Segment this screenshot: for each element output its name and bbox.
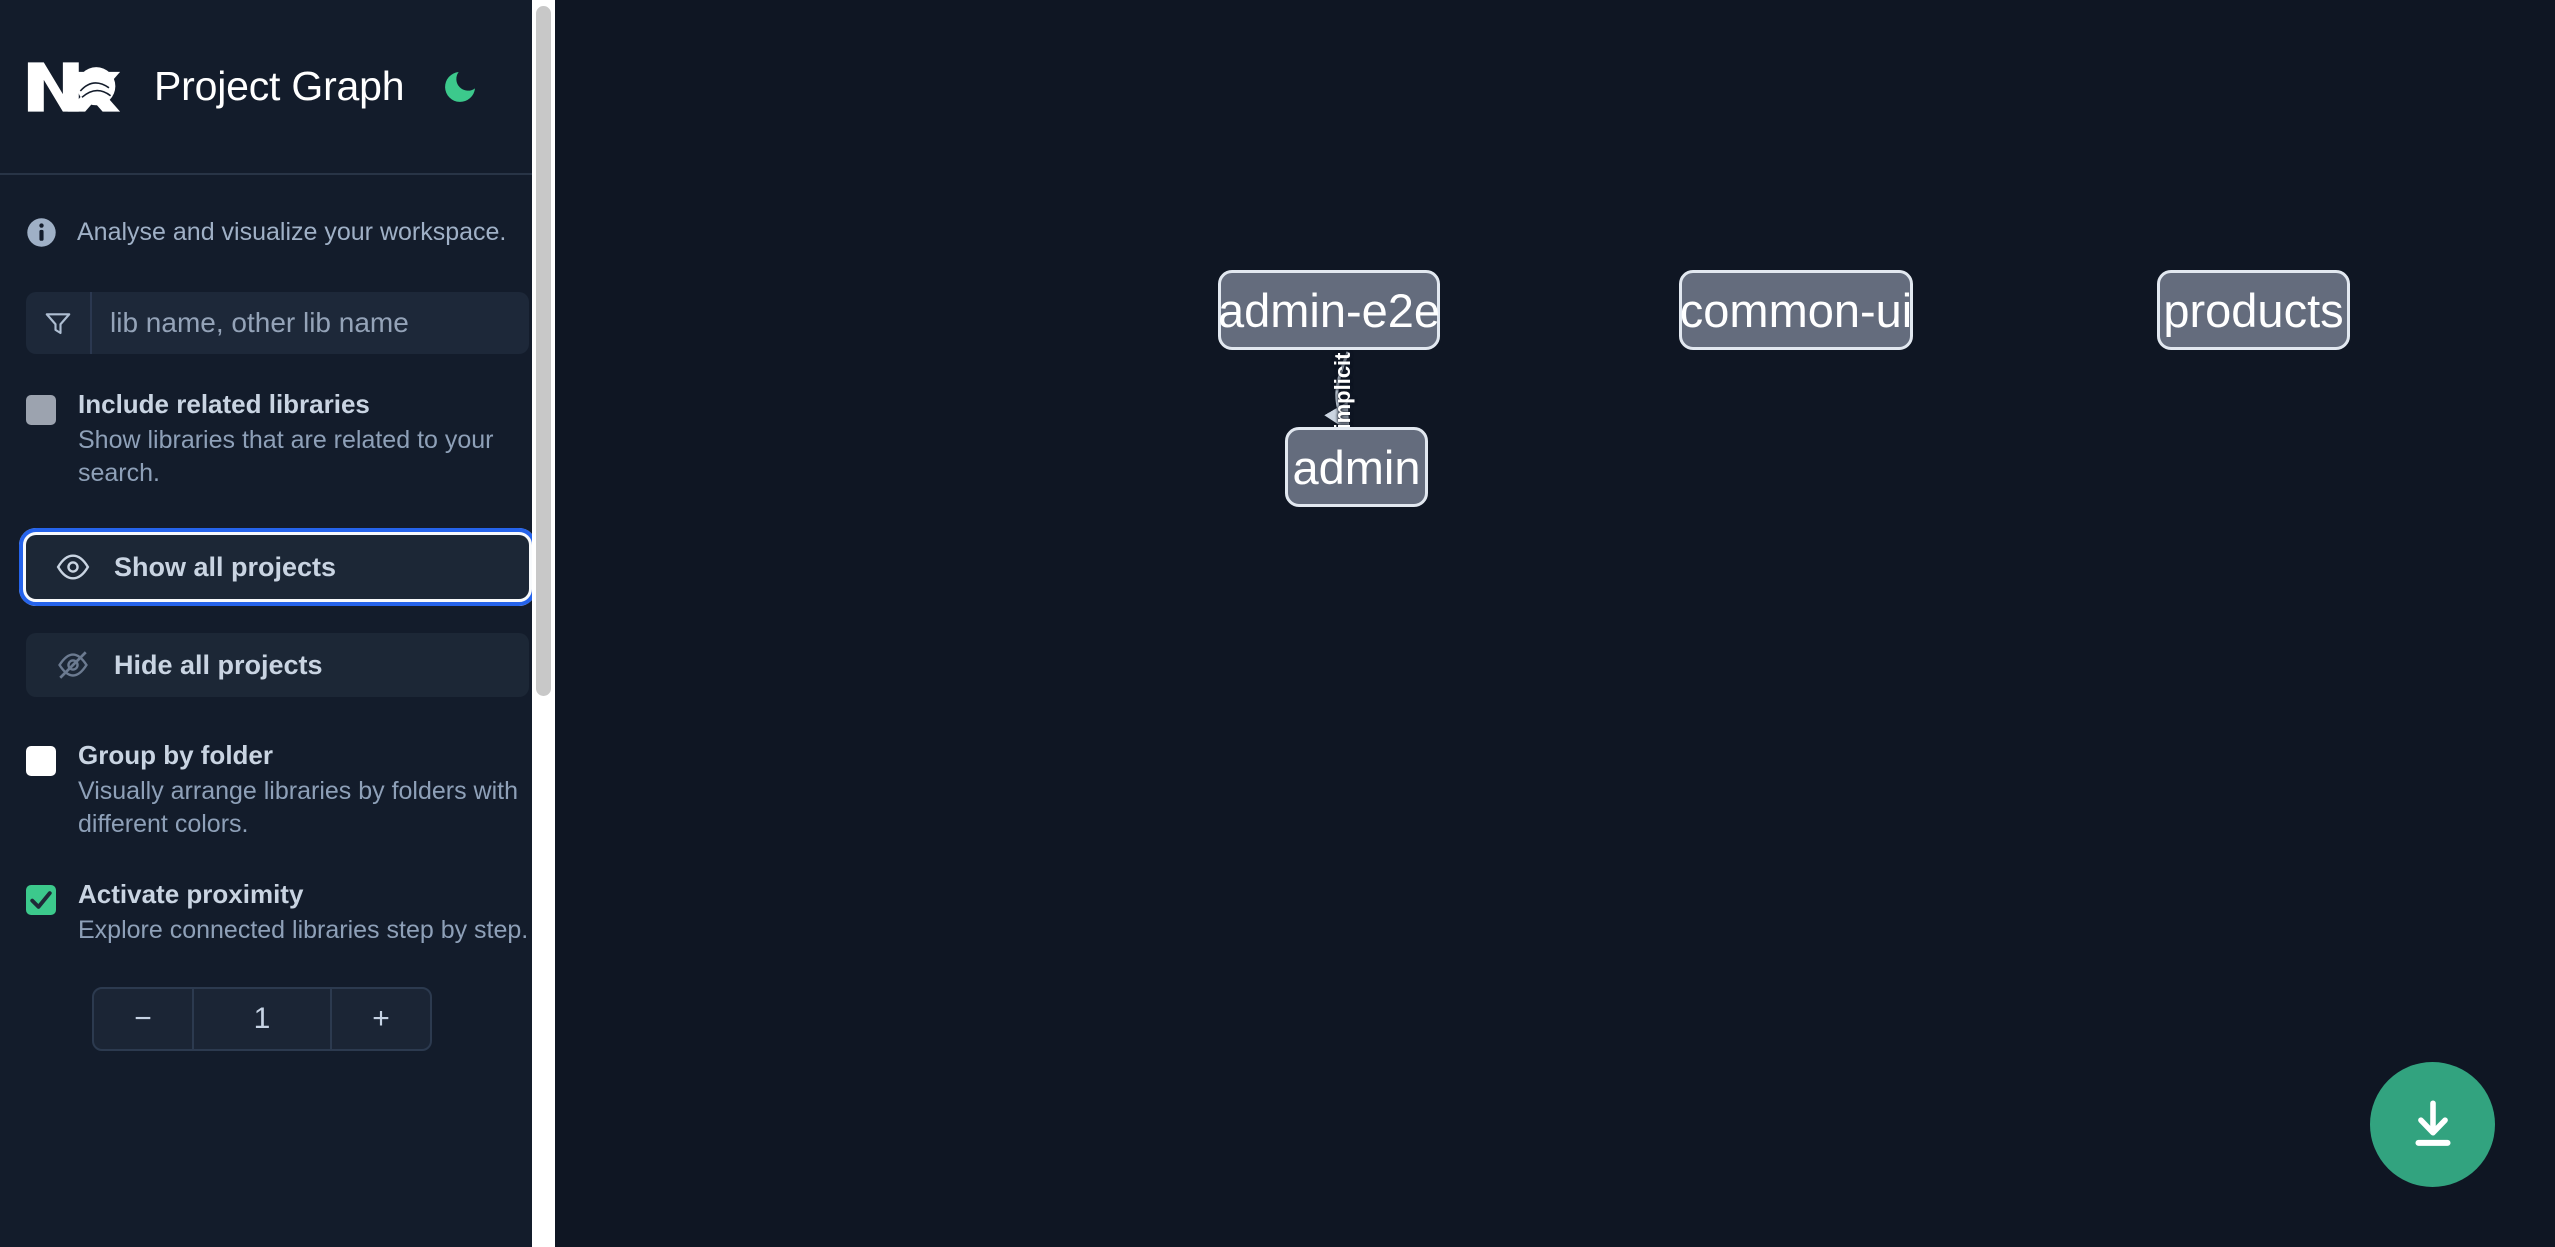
- sidebar-header: Project Graph: [0, 0, 555, 175]
- info-icon: [27, 218, 56, 247]
- analyse-text: Analyse and visualize your workspace.: [77, 218, 507, 246]
- checkbox-activate-proximity[interactable]: [26, 885, 56, 915]
- option-group-by-folder[interactable]: Group by folder Visually arrange librari…: [26, 739, 529, 842]
- moon-icon[interactable]: [440, 67, 480, 107]
- download-icon: [2414, 1099, 2451, 1146]
- option-description: Explore connected libraries step by step…: [78, 915, 529, 944]
- graph-canvas[interactable]: implicit implicit admin-e2e common-ui pr…: [555, 0, 2555, 1247]
- graph-node-admin[interactable]: admin: [1285, 427, 1428, 507]
- graph-edges: [1324, 351, 1350, 432]
- analyse-row: Analyse and visualize your workspace.: [26, 175, 529, 290]
- option-title: Include related libraries: [78, 389, 370, 419]
- funnel-icon-container: [26, 292, 92, 354]
- proximity-decrement-button[interactable]: −: [94, 989, 194, 1050]
- page-title: Project Graph: [154, 63, 405, 109]
- proximity-value: 1: [253, 1002, 271, 1036]
- option-activate-proximity[interactable]: Activate proximity Explore connected lib…: [26, 878, 529, 947]
- option-description: Visually arrange libraries by folders wi…: [78, 776, 519, 839]
- show-all-projects-button[interactable]: Show all projects: [19, 528, 536, 606]
- eye-off-icon: [58, 651, 88, 679]
- hide-all-projects-label: Hide all projects: [114, 649, 323, 680]
- check-icon: [30, 891, 52, 909]
- checkbox-include-related-libraries[interactable]: [26, 395, 56, 425]
- edge-label-admin-implicit: implicit: [1330, 352, 1355, 430]
- show-all-projects-label: Show all projects: [114, 551, 337, 582]
- funnel-icon: [45, 313, 71, 335]
- graph-node-products[interactable]: products: [2157, 270, 2350, 350]
- download-graph-button[interactable]: [2370, 1062, 2495, 1187]
- option-include-related-libraries[interactable]: Include related libraries Show libraries…: [26, 388, 529, 491]
- graph-node-common-ui[interactable]: common-ui: [1679, 270, 1913, 350]
- proximity-increment-button[interactable]: +: [330, 989, 430, 1050]
- option-title: Group by folder: [78, 740, 273, 770]
- checkbox-group-by-folder[interactable]: [26, 746, 56, 776]
- search-input[interactable]: [92, 292, 529, 354]
- sidebar-body: Analyse and visualize your workspace. In…: [0, 175, 555, 1052]
- sidebar: Project Graph Analyse and visualize your…: [0, 0, 555, 1247]
- graph-node-admin-e2e[interactable]: admin-e2e: [1218, 270, 1440, 350]
- filter-search-box[interactable]: [26, 292, 529, 354]
- sidebar-scrollbar[interactable]: [532, 0, 555, 1247]
- hide-all-projects-button[interactable]: Hide all projects: [26, 633, 529, 697]
- eye-icon: [56, 554, 90, 580]
- sidebar-scrollbar-thumb[interactable]: [536, 6, 551, 696]
- option-description: Show libraries that are related to your …: [78, 425, 494, 488]
- nx-logo-icon: [27, 61, 121, 112]
- proximity-stepper[interactable]: − 1 +: [92, 987, 432, 1052]
- option-title: Activate proximity: [78, 879, 304, 909]
